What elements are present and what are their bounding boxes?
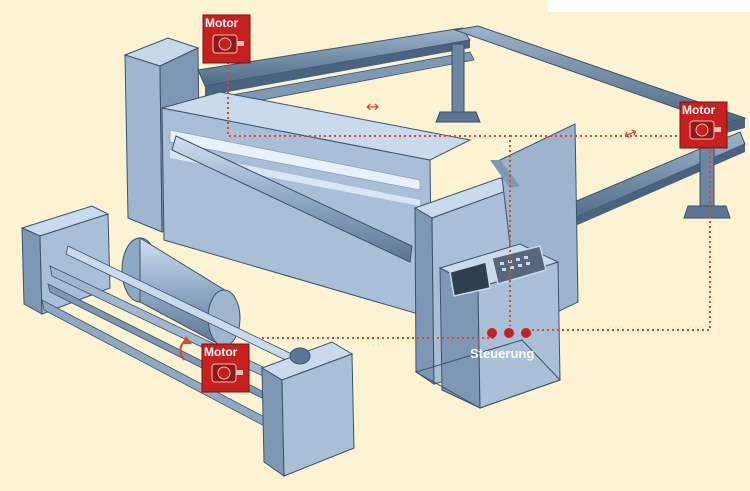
signal-node <box>504 328 514 338</box>
motor-icon <box>212 34 244 54</box>
move-arrow-icon: ↔ <box>620 122 640 145</box>
corner-patch <box>548 0 750 12</box>
signal-line-motor-top <box>227 62 511 326</box>
motor-badge-bottom: Motor <box>201 343 250 393</box>
signal-node <box>521 328 531 338</box>
motor-badge-right: Motor <box>679 101 728 149</box>
motor-label: Motor <box>204 345 238 359</box>
motor-badge-top: Motor <box>202 14 251 64</box>
signal-node <box>487 328 497 338</box>
main-machine <box>123 37 579 409</box>
motor-icon <box>211 363 243 383</box>
motor-icon <box>689 120 721 140</box>
control-label: Steuerung <box>470 346 534 361</box>
move-arrow-icon: ↔ <box>366 97 379 116</box>
signal-line-motor-right <box>526 146 711 331</box>
motor-label: Motor <box>682 103 716 117</box>
signal-lines <box>227 62 711 339</box>
motor-label: Motor <box>205 16 239 30</box>
control-junction: Steuerung <box>470 328 534 361</box>
